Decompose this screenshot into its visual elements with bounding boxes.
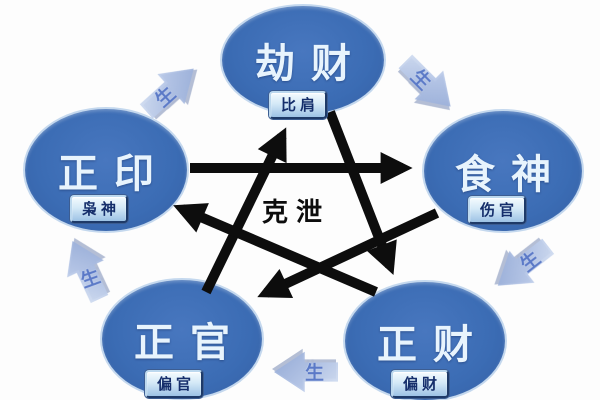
sheng-glyph: 生 [77,265,103,293]
node-shishen-sublabel: 伤官 [468,196,527,224]
sheng-arrow-zhengguan-to-zhengyin: 生 [53,232,120,309]
node-zhengcai-sublabel: 偏财 [391,370,450,398]
node-zhengyin-sublabel: 枭神 [70,195,129,223]
node-zhengguan-label: 正官 [134,319,246,366]
sheng-arrow-jiecai-to-shishen: 生 [390,46,466,122]
sheng-arrow-shishen-to-zhengcai: 生 [484,229,562,303]
node-zhengguan-sublabel: 偏官 [145,370,204,398]
sheng-arrow-zhengcai-to-zhengguan: 生 [274,350,338,394]
ke-arrow-jiecai-to-zhengcai [325,110,397,275]
node-jiecai-sublabel: 比肩 [269,91,328,119]
node-zhengcai-label: 正财 [377,321,489,368]
node-shishen-label: 食神 [455,151,567,198]
node-zhengcai: 正财 [345,282,505,400]
center-ke-xie-label: 克泄 [262,198,331,228]
node-zhengguan: 正官 [102,280,262,398]
node-jiecai-label: 劫财 [255,40,367,87]
node-zhengyin-label: 正印 [58,150,170,197]
sheng-glyph: 生 [304,362,324,385]
